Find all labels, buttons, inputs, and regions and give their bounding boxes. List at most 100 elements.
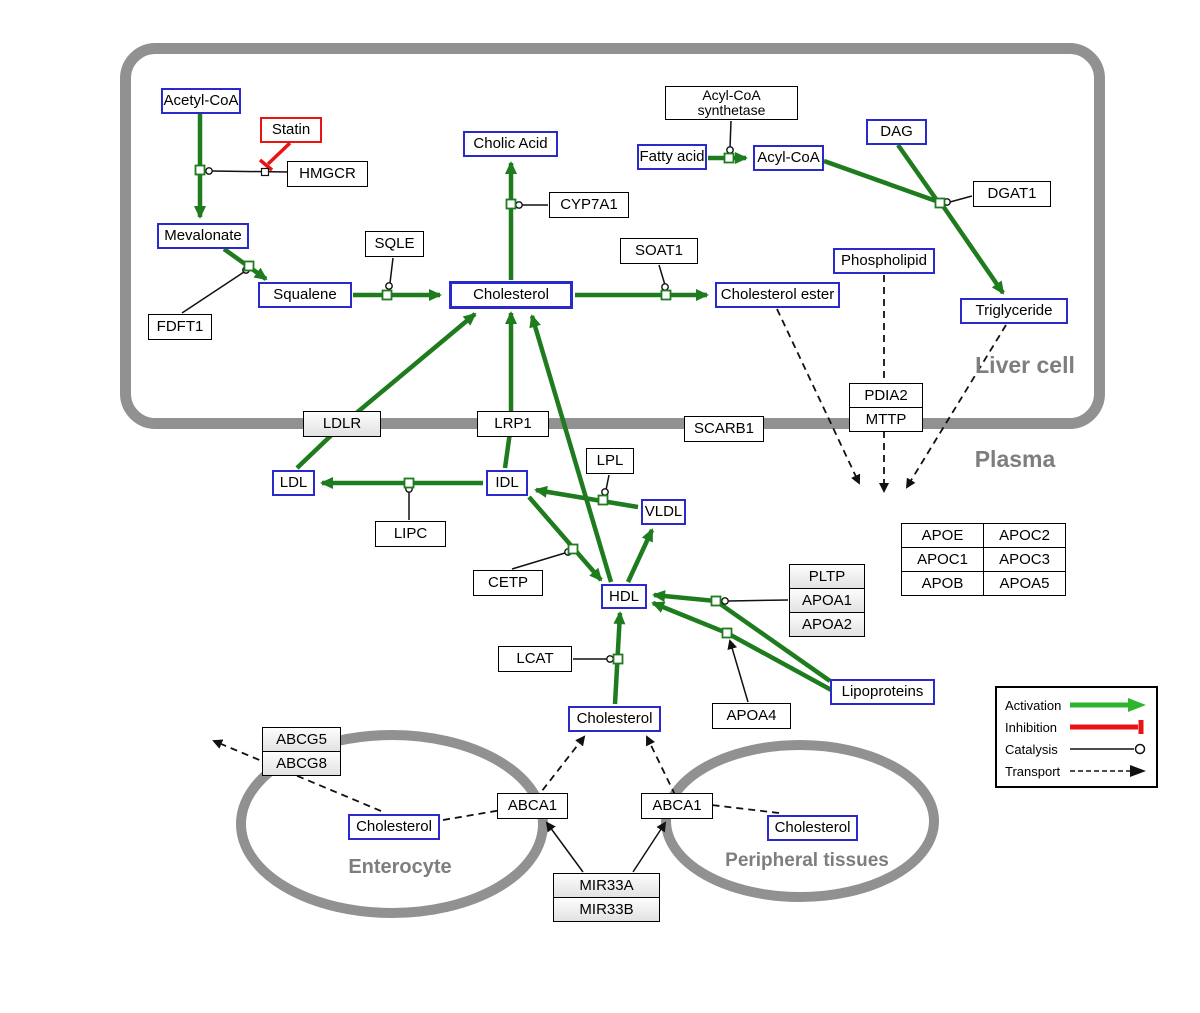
node-pdia2[interactable]: PDIA2 [849,383,923,408]
apo-cell-apoc1[interactable]: APOC1 [901,547,984,572]
catalysis-pltp-apoa1-apoa2 [727,599,789,602]
legend-row-inhibition: Inhibition [1005,716,1148,738]
node-cholesterol-enterocyte[interactable]: Cholesterol [348,814,440,840]
node-cholic-acid[interactable]: Cholic Acid [463,131,558,157]
catalysis-circle-lcat [606,655,614,663]
reaction-node-pltp [710,595,722,607]
node-fdft1[interactable]: FDFT1 [148,314,212,340]
node-cholesterol-liver[interactable]: Cholesterol [449,281,573,309]
reaction-node-lipc [403,477,415,489]
node-sqle[interactable]: SQLE [365,231,424,257]
node-lipoproteins[interactable]: Lipoproteins [830,679,935,705]
node-dgat1[interactable]: DGAT1 [973,181,1051,207]
node-pltp[interactable]: PLTP [789,564,865,589]
catalysis-soat1 [658,264,666,286]
node-abca1-enterocyte[interactable]: ABCA1 [497,793,568,819]
edge-apoa4-node [727,639,749,703]
node-ldl[interactable]: LDL [272,470,315,496]
compartment-shapes [120,43,1105,918]
edge-statin-inhibits-hmgcr [266,141,292,166]
reaction-node-apoa4 [721,627,733,639]
node-phospholipid[interactable]: Phospholipid [833,248,935,274]
catalysis-lpl [605,474,610,491]
catalysis-circle-cyp7a1 [515,201,523,209]
transport-cholesterolester-plasma [776,308,861,485]
edge-hdl-vldl [625,528,655,583]
legend-row-catalysis: Catalysis [1005,738,1148,760]
edge-mir33-abca1-left [545,821,584,873]
node-lrp1[interactable]: LRP1 [477,411,549,437]
liver-cell-label: Liver cell [975,352,1075,378]
node-acetyl-coa[interactable]: Acetyl-CoA [161,88,241,114]
legend-transport-label: Transport [1005,763,1061,779]
edge-ldl-ldlr-cholesterol [295,312,477,470]
node-triglyceride[interactable]: Triglyceride [960,298,1068,324]
edge-acylcoa-dgat1node [823,158,937,204]
reaction-node-cetp [567,543,579,555]
reaction-node-dgat1 [934,197,946,209]
node-lcat[interactable]: LCAT [498,646,572,672]
node-dag[interactable]: DAG [866,119,927,145]
reaction-node-hmgcr [194,164,206,176]
acyl-coa-synthetase-line2: synthetase [697,102,766,118]
reaction-node-cyp7a1 [505,198,517,210]
node-mir33a[interactable]: MIR33A [553,873,660,898]
apo-cell-apoc2[interactable]: APOC2 [983,523,1066,548]
node-statin[interactable]: Statin [260,117,322,143]
inhibition-edges [258,141,292,172]
catalysis-cetp [511,552,566,570]
node-idl[interactable]: IDL [486,470,528,496]
node-hdl[interactable]: HDL [601,584,647,609]
node-cetp[interactable]: CETP [473,570,543,596]
activation-arrow-icon [1070,698,1146,712]
node-mir33b[interactable]: MIR33B [553,897,660,922]
peripheral-tissues-membrane [661,740,939,902]
node-cholesterol-plasma[interactable]: Cholesterol [568,706,661,732]
legend-activation-label: Activation [1005,697,1062,713]
node-vldl[interactable]: VLDL [641,499,686,525]
legend-inhibition-label: Inhibition [1005,719,1058,735]
catalysis-acylcoa-synthetase [729,120,732,149]
node-acyl-coa[interactable]: Acyl-CoA [753,145,824,171]
node-abca1-peripheral[interactable]: ABCA1 [641,793,713,819]
reaction-node-sqle [381,289,393,301]
acyl-coa-synthetase-line1: Acyl-CoA [702,87,761,103]
node-scarb1[interactable]: SCARB1 [684,416,764,442]
reaction-node-lcat [612,653,624,665]
node-soat1[interactable]: SOAT1 [620,238,698,264]
edge-dag-dgat1node [896,143,938,201]
node-apoa4[interactable]: APOA4 [712,703,791,729]
node-squalene[interactable]: Squalene [258,282,352,308]
node-hmgcr[interactable]: HMGCR [287,161,368,187]
node-abcg5[interactable]: ABCG5 [262,727,341,752]
node-ldlr[interactable]: LDLR [303,411,381,437]
node-apoa2[interactable]: APOA2 [789,612,865,637]
statin-anchor-node [260,167,270,177]
node-apoa1[interactable]: APOA1 [789,588,865,613]
node-abcg8[interactable]: ABCG8 [262,751,341,776]
enterocyte-label: Enterocyte [348,856,452,878]
catalysis-circle-icon [1070,743,1146,755]
apo-cell-apob[interactable]: APOB [901,571,984,596]
node-mttp[interactable]: MTTP [849,407,923,432]
reaction-node-fdft1 [243,260,255,272]
apo-cell-apoa5[interactable]: APOA5 [983,571,1066,596]
apo-cell-apoe[interactable]: APOE [901,523,984,548]
node-cyp7a1[interactable]: CYP7A1 [549,192,629,218]
liver-cell-membrane [120,43,1105,429]
node-fatty-acid[interactable]: Fatty acid [637,144,707,170]
node-mevalonate[interactable]: Mevalonate [157,223,249,249]
node-lipc[interactable]: LIPC [375,521,446,547]
catalysis-fdft1 [181,271,245,314]
edge-hdl-cholesterol-liver [529,314,614,583]
apo-cell-apoc3[interactable]: APOC3 [983,547,1066,572]
reaction-node-acylcoa-synthetase [723,152,735,164]
node-lpl[interactable]: LPL [586,448,634,474]
node-cholesterol-ester[interactable]: Cholesterol ester [715,282,840,308]
statin-inhibition-bar [258,158,274,172]
catalysis-circle-sqle [385,282,393,290]
catalysis-circle-pltp [721,597,729,605]
node-acyl-coa-synthetase[interactable]: Acyl-CoA synthetase [665,86,798,120]
node-cholesterol-peripheral[interactable]: Cholesterol [767,815,858,841]
